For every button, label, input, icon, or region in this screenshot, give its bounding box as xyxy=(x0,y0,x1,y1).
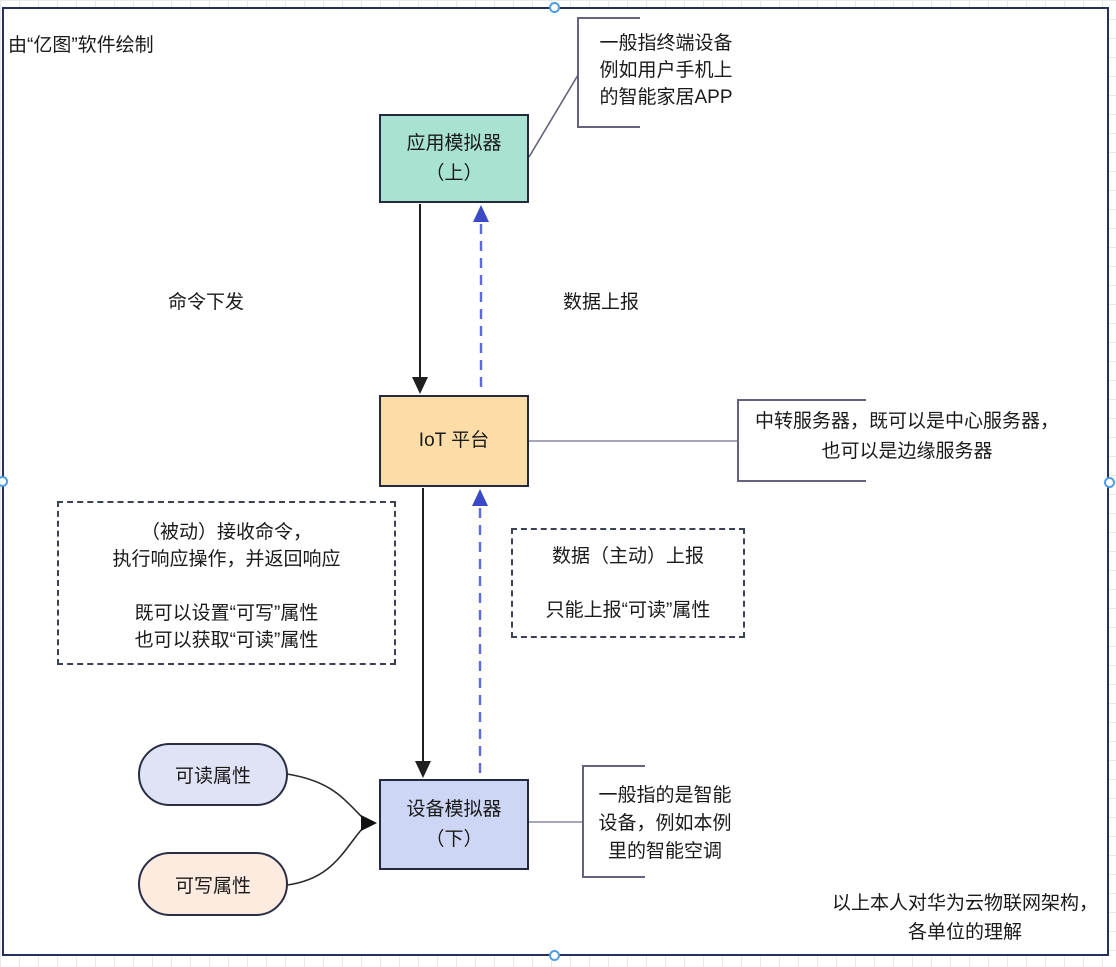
note-line: 例如用户手机上 xyxy=(599,60,733,81)
node-label-line: 设备模拟器 xyxy=(406,798,502,820)
note-line: 中转服务器，既可以是中心服务器， xyxy=(754,411,1059,432)
note-paragraph: 只能上报“可读”属性 xyxy=(513,597,743,624)
note-line: 执行响应操作，并返回响应 xyxy=(112,549,341,570)
iot-note-bracket[interactable] xyxy=(529,399,866,482)
note-paragraph: 数据（主动）上报 xyxy=(513,543,743,570)
note-line: 数据（主动）上报 xyxy=(551,546,704,567)
command-down-arrow[interactable] xyxy=(412,204,428,394)
note-app-simulator[interactable]: 一般指终端设备 例如用户手机上 的智能家居APP xyxy=(584,30,748,111)
note-device-simulator[interactable]: 一般指的是智能 设备，例如本例 里的智能空调 xyxy=(586,782,744,866)
note-line: 也可以获取“可读”属性 xyxy=(134,630,319,651)
node-label-line: 应用模拟器 xyxy=(406,132,502,154)
data-report-arrow-upper[interactable] xyxy=(473,205,489,394)
footer-note[interactable]: 以上本人对华为云物联网架构， 各单位的理解 xyxy=(818,889,1112,947)
command-down-arrow-lower[interactable] xyxy=(415,488,431,778)
note-line: 的智能家居APP xyxy=(599,87,733,108)
node-label-line: （上） xyxy=(425,162,483,184)
pill-label: 可写属性 xyxy=(174,875,251,897)
device-note-bracket[interactable] xyxy=(529,765,645,878)
note-iot-platform[interactable]: 中转服务器，既可以是中心服务器， 也可以是边缘服务器 xyxy=(740,407,1074,467)
node-readable-attribute[interactable]: 可读属性 xyxy=(138,743,288,806)
note-line: 设备，例如本例 xyxy=(598,813,732,834)
node-iot-platform[interactable]: IoT 平台 xyxy=(379,395,529,487)
footer-line: 以上本人对华为云物联网架构， xyxy=(831,893,1098,914)
note-line: 里的智能空调 xyxy=(607,841,722,862)
credit-text[interactable]: 由“亿图”软件绘制 xyxy=(8,35,154,56)
pill-label: 可读属性 xyxy=(174,766,251,787)
selection-handle-right[interactable] xyxy=(1104,477,1115,488)
note-active-report[interactable]: 数据（主动）上报 只能上报“可读”属性 xyxy=(511,528,745,638)
note-line: （被动）接收命令， xyxy=(140,522,312,543)
selection-handle-top[interactable] xyxy=(549,2,560,13)
node-device-simulator[interactable]: 设备模拟器 （下） xyxy=(379,779,529,870)
note-line: 只能上报“可读”属性 xyxy=(545,600,711,621)
node-label-line: IoT 平台 xyxy=(418,430,490,451)
data-report-arrow-lower[interactable] xyxy=(472,489,488,778)
node-app-simulator[interactable]: 应用模拟器 （上） xyxy=(379,114,529,203)
node-writable-attribute[interactable]: 可写属性 xyxy=(138,852,288,916)
note-line: 既可以设置“可写”属性 xyxy=(134,603,319,624)
attribute-connectors[interactable] xyxy=(286,773,377,886)
node-label-line: （下） xyxy=(425,828,483,850)
edge-label-command-down[interactable]: 命令下发 xyxy=(168,292,245,313)
selection-handle-left[interactable] xyxy=(0,476,8,487)
note-passive-command[interactable]: （被动）接收命令， 执行响应操作，并返回响应 既可以设置“可写”属性 也可以获取… xyxy=(57,501,396,665)
app-note-bracket[interactable] xyxy=(528,17,640,158)
selection-handle-bottom[interactable] xyxy=(549,950,560,961)
note-paragraph: （被动）接收命令， 执行响应操作，并返回响应 xyxy=(59,519,394,573)
note-line: 一般指的是智能 xyxy=(598,785,732,806)
note-line: 也可以是边缘服务器 xyxy=(821,441,993,462)
note-line: 一般指终端设备 xyxy=(599,33,733,54)
note-paragraph: 既可以设置“可写”属性 也可以获取“可读”属性 xyxy=(59,600,394,654)
edge-label-data-report[interactable]: 数据上报 xyxy=(563,292,640,313)
footer-line: 各单位的理解 xyxy=(907,922,1022,943)
